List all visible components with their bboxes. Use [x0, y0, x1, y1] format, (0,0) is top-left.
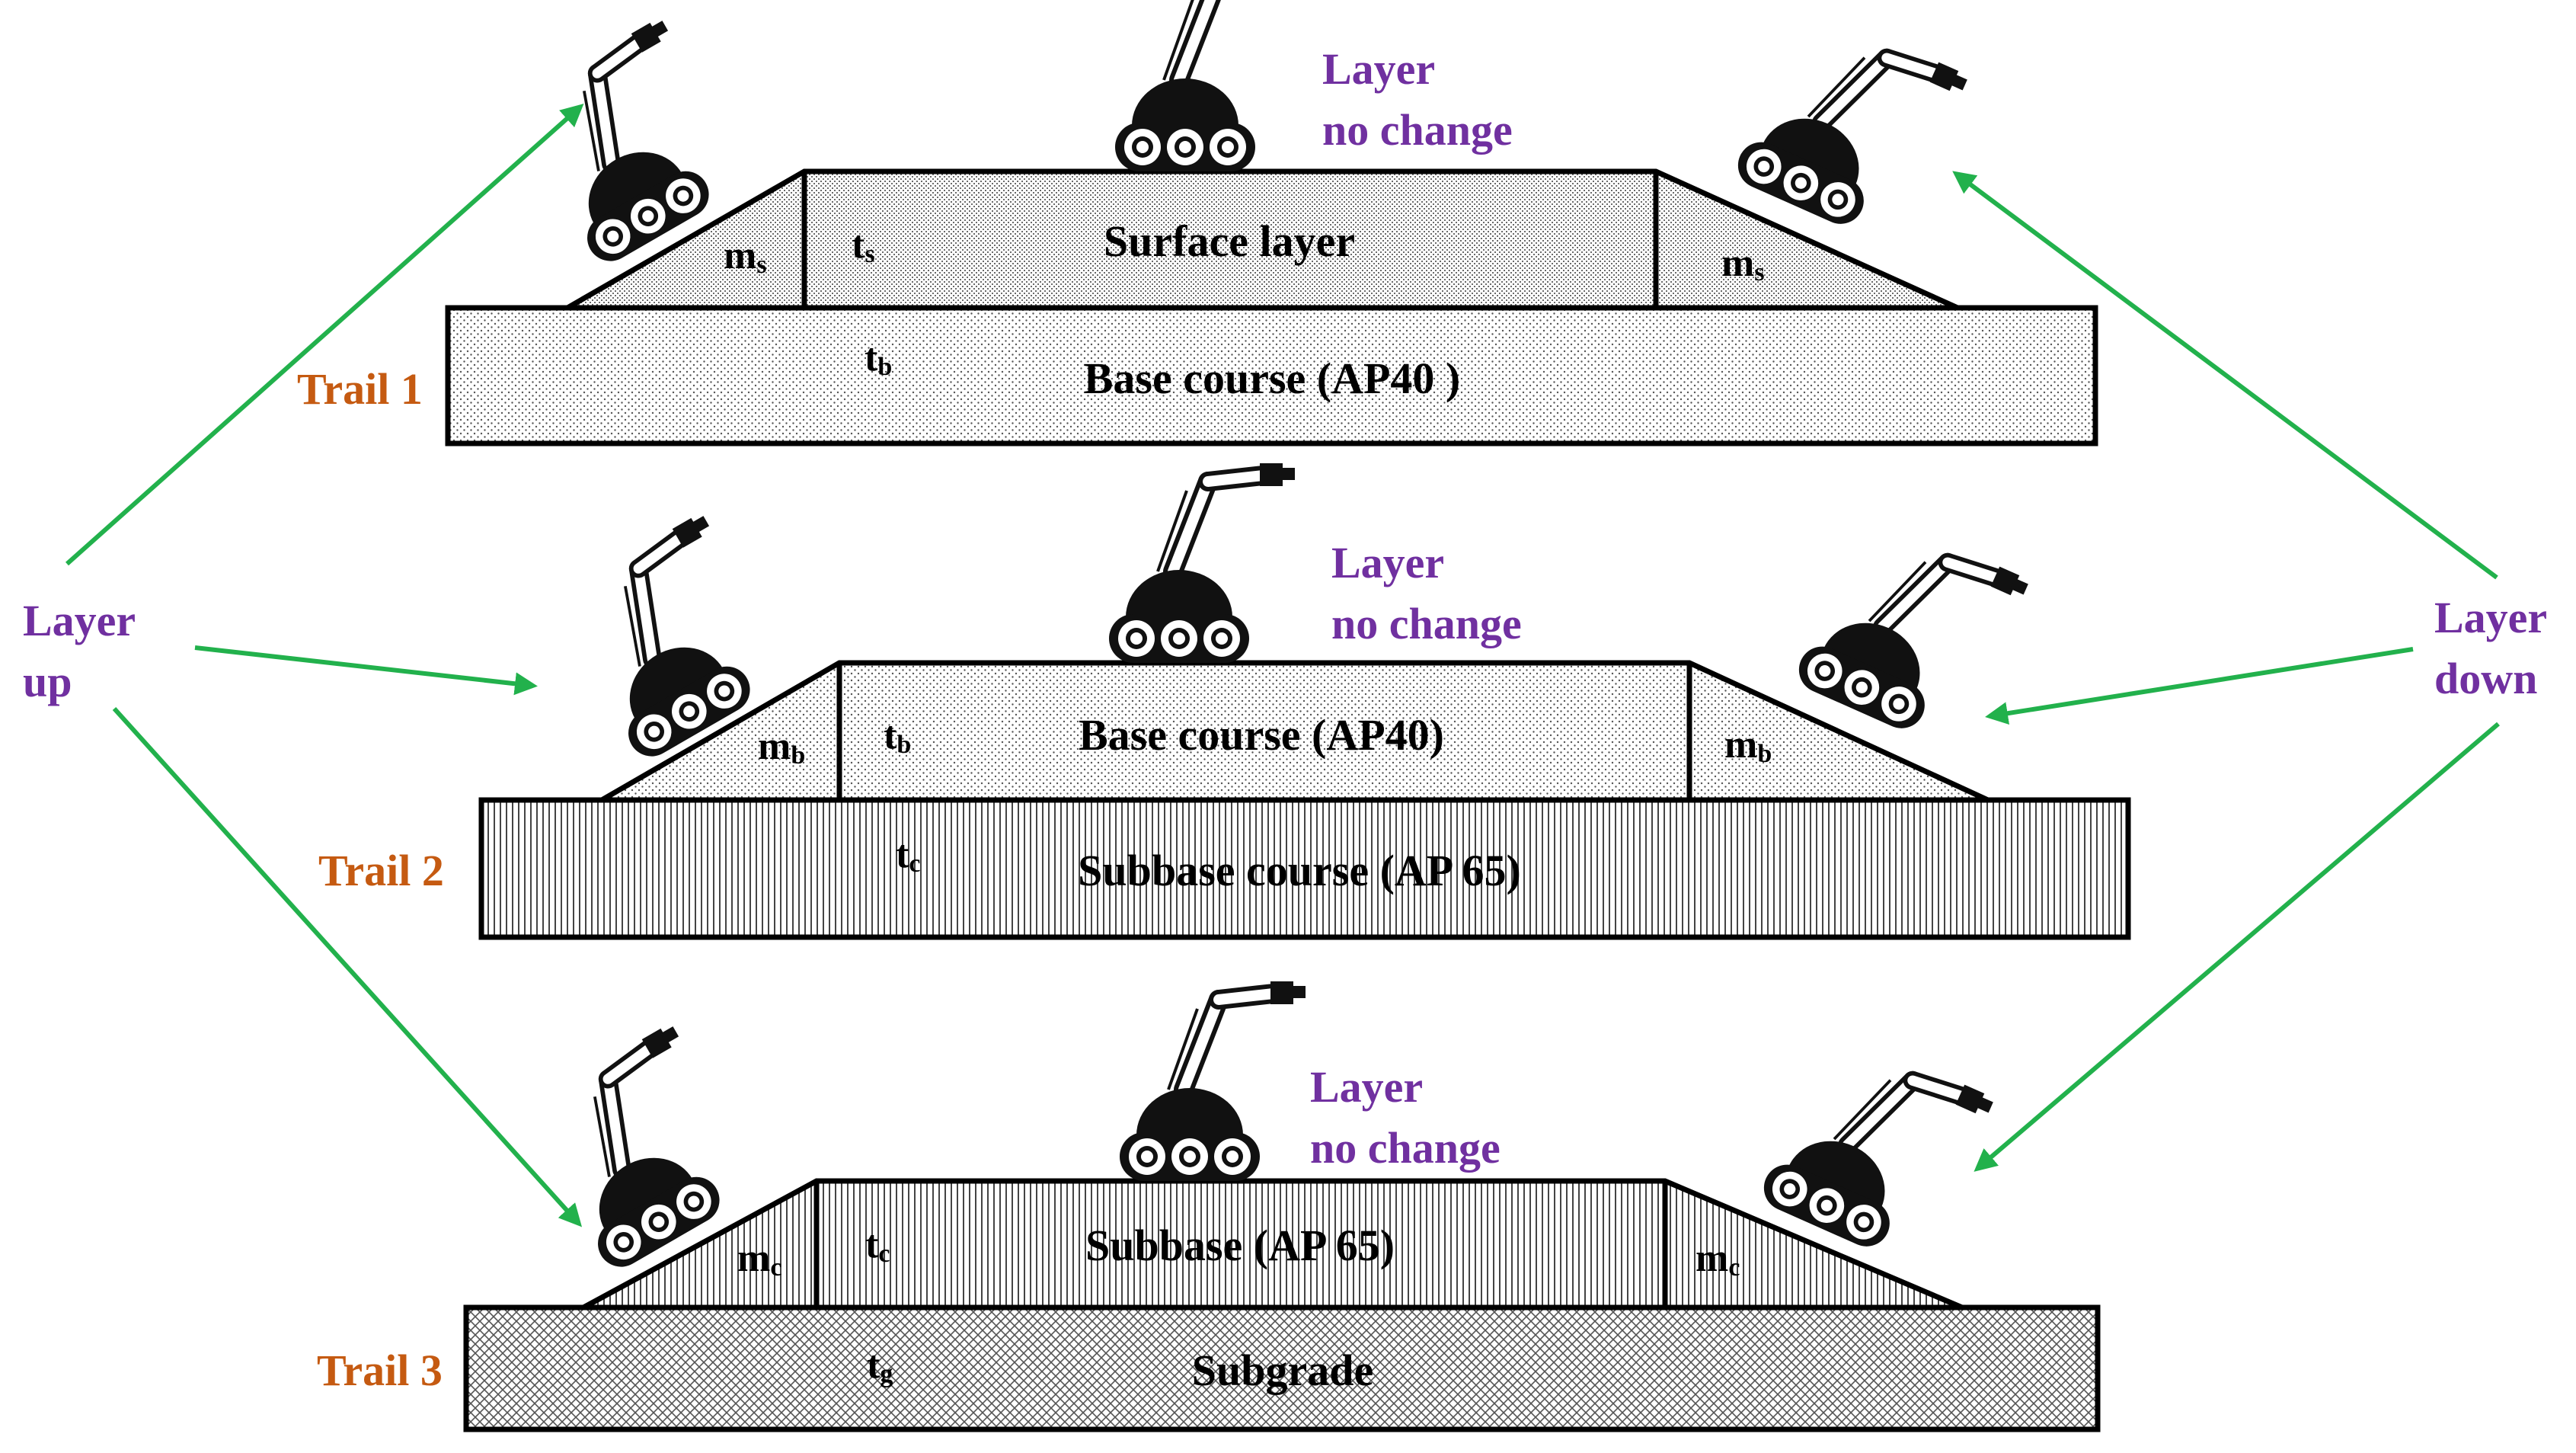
- trail-3-top-thickness: tc: [865, 1223, 890, 1268]
- trail-3-top-layer-label: Subbase (AP 65): [1085, 1221, 1395, 1270]
- layer-up-label-line1: Layer: [23, 596, 136, 645]
- layer-down-label-line2: down: [2434, 654, 2537, 703]
- trail-2-note-line2: no change: [1331, 599, 1522, 648]
- trail-1-bottom-thickness: tb: [865, 336, 892, 381]
- trail-2: Base course (AP40) tb mb mb Subbase cour…: [318, 463, 2131, 940]
- arrow-up-to-trail-2: [194, 645, 538, 696]
- trail-2-top-layer-label: Base course (AP40): [1079, 710, 1444, 760]
- trail-2-bottom-thickness: tc: [896, 833, 920, 878]
- trail-2-top-thickness: tb: [884, 714, 911, 759]
- robot-icon: [1120, 981, 1306, 1181]
- layer-up-label-line2: up: [23, 657, 72, 706]
- trail-3: Subbase (AP 65) tc mc mc Subgrade tg Tra…: [317, 981, 2101, 1432]
- trail-1-bottom-layer: [445, 305, 2098, 446]
- trail-2-slope-right: mb: [1724, 723, 1772, 768]
- robot-icon: [1115, 0, 1301, 171]
- trail-3-note-line2: no change: [1310, 1123, 1501, 1173]
- robot-icon: [1731, 4, 1969, 249]
- trail-1-note-line2: no change: [1322, 105, 1513, 155]
- trail-3-bottom-thickness: tg: [867, 1343, 893, 1388]
- trail-3-note-line1: Layer: [1310, 1062, 1423, 1112]
- trail-1-top-thickness: ts: [852, 223, 875, 268]
- trail-1-note-line1: Layer: [1322, 44, 1435, 94]
- trail-2-label: Trail 2: [318, 846, 444, 895]
- arrow-up-to-trail-1: [66, 104, 584, 566]
- trail-3-slope-left: mc: [737, 1237, 781, 1282]
- trail-1-top-layer-label: Surface layer: [1104, 216, 1355, 266]
- trail-1-label: Trail 1: [297, 364, 423, 414]
- trail-1-slope-right: ms: [1721, 242, 1765, 286]
- layer-down-label-line1: Layer: [2434, 593, 2547, 642]
- trail-3-bottom-layer: [463, 1304, 2101, 1432]
- arrow-up-to-trail-3: [112, 706, 583, 1227]
- robot-icon: [1109, 463, 1295, 663]
- arrow-down-to-trail-1: [1952, 171, 2498, 580]
- trail-1: Surface layer ts ms ms Base course (AP40…: [297, 0, 2098, 446]
- trail-2-note-line1: Layer: [1331, 538, 1444, 587]
- trail-2-bottom-layer-label: Subbase course (AP 65): [1078, 846, 1521, 895]
- arrows: [66, 104, 2500, 1227]
- arrow-down-to-trail-3: [1974, 722, 2500, 1172]
- trail-3-bottom-layer-label: Subgrade: [1192, 1346, 1374, 1395]
- trail-3-slope-right: mc: [1695, 1237, 1740, 1282]
- trail-2-slope-left: mb: [758, 725, 805, 770]
- trail-1-bottom-layer-label: Base course (AP40 ): [1084, 354, 1461, 403]
- trail-3-label: Trail 3: [317, 1346, 443, 1395]
- arrow-down-to-trail-2: [1985, 647, 2414, 725]
- trail-1-slope-left: ms: [724, 234, 767, 279]
